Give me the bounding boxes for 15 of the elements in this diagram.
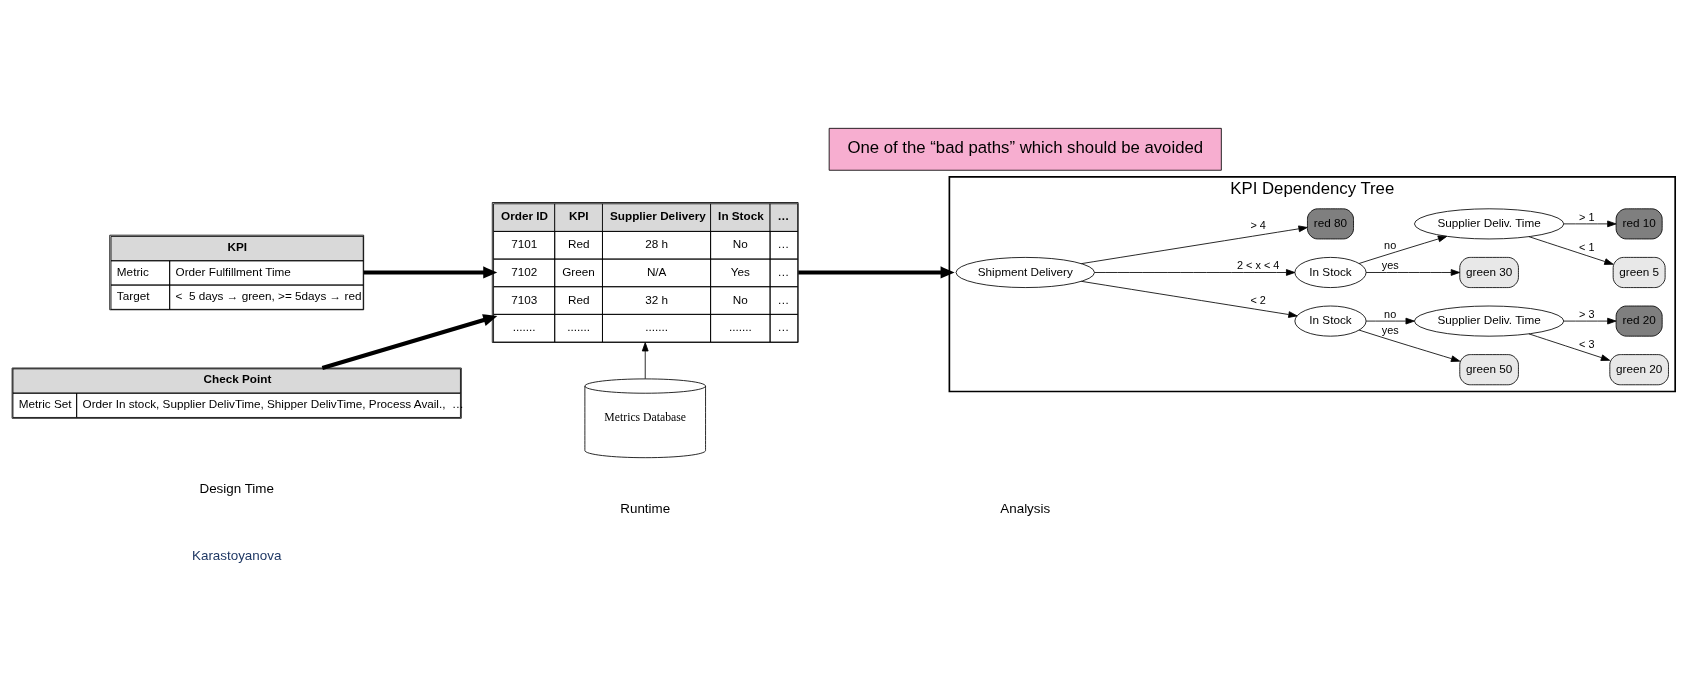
edge-label: < 2 [1250,293,1266,306]
label: Analysis [1000,500,1051,516]
label: Design Time [199,480,274,496]
edge-label: < 3 [1579,338,1595,351]
edge-label: yes [1381,323,1399,336]
edge-label: 2 < x < 4 [1237,259,1280,272]
edge-label: no [1384,308,1397,321]
edge-label: yes [1381,259,1399,272]
label: Karastoyanova [192,547,282,563]
edge-label: < 1 [1579,241,1595,254]
edge-label: > 1 [1579,210,1595,223]
edge-label: no [1384,238,1397,251]
label: Runtime [620,500,671,516]
edge-label: > 3 [1579,308,1595,321]
edge-label: > 4 [1250,219,1266,232]
